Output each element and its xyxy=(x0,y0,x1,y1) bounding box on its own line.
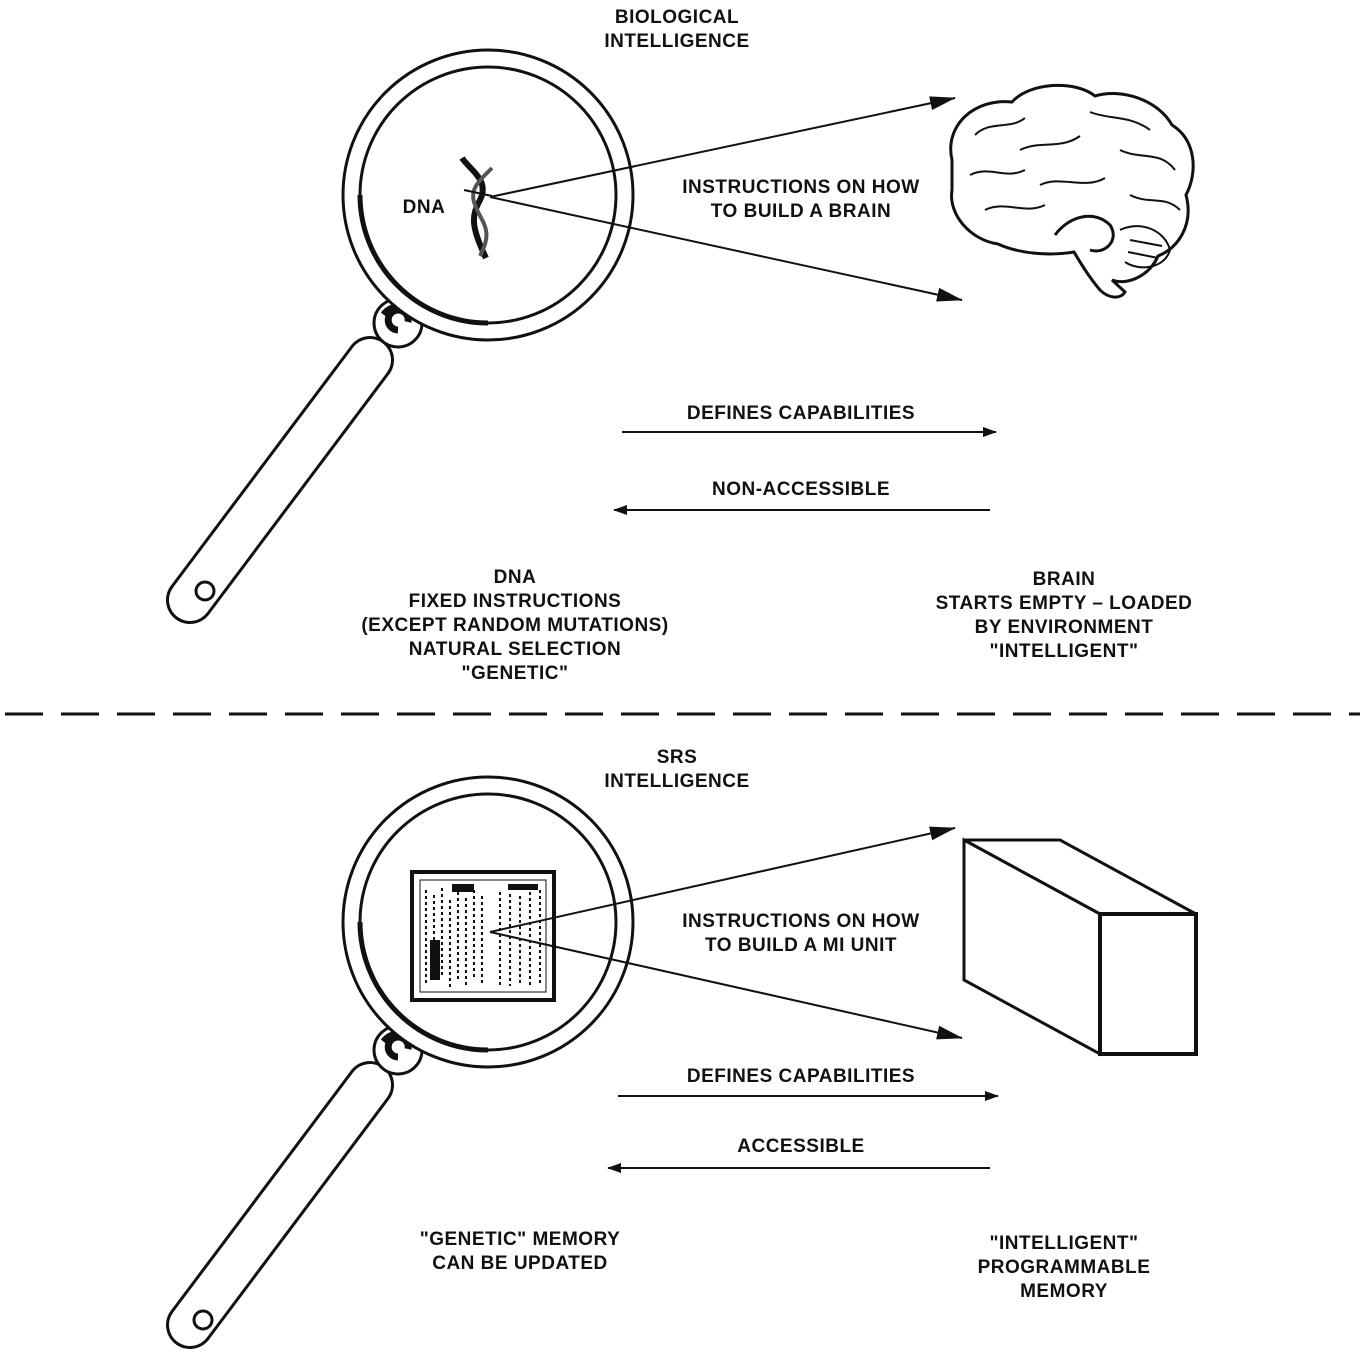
programmable-memory-caption: "INTELLIGENT" PROGRAMMABLE MEMORY xyxy=(977,1233,1151,1302)
box-icon xyxy=(962,837,1198,1057)
dna-lens-label: DNA xyxy=(402,197,446,218)
instruction-arrow-lower xyxy=(489,196,963,302)
brain-caption: BRAIN STARTS EMPTY – LOADED BY ENVIRONME… xyxy=(935,569,1193,662)
dna-caption: DNA FIXED INSTRUCTIONS (EXCEPT RANDOM MU… xyxy=(361,567,669,684)
bottom-title: SRS INTELLIGENCE xyxy=(604,747,750,792)
dna-helix-icon xyxy=(459,156,494,260)
instruction-arrow-upper xyxy=(489,826,956,933)
instruction-arrow-lower xyxy=(489,931,963,1040)
bottom-instructions-label: INSTRUCTIONS ON HOW TO BUILD A MI UNIT xyxy=(682,911,920,956)
non-accessible-label: NON-ACCESSIBLE xyxy=(711,479,890,500)
top-instructions-label: INSTRUCTIONS ON HOW TO BUILD A BRAIN xyxy=(682,177,920,222)
top-title-line: INTELLIGENCE xyxy=(604,31,750,52)
top-defines-capabilities-label: DEFINES CAPABILITIES xyxy=(686,403,916,424)
bottom-defines-capabilities-label: DEFINES CAPABILITIES xyxy=(686,1066,916,1087)
top-title: BIOLOGICAL INTELLIGENCE xyxy=(562,6,792,54)
genetic-memory-caption: "GENETIC" MEMORY CAN BE UPDATED xyxy=(419,1229,621,1274)
circuit-board-icon xyxy=(410,870,556,1002)
brain-icon xyxy=(949,83,1195,299)
magnifying-glass-icon xyxy=(166,48,635,624)
instruction-arrow-upper xyxy=(489,96,956,198)
top-title-line: BIOLOGICAL xyxy=(614,7,740,28)
accessible-label: ACCESSIBLE xyxy=(737,1136,865,1157)
